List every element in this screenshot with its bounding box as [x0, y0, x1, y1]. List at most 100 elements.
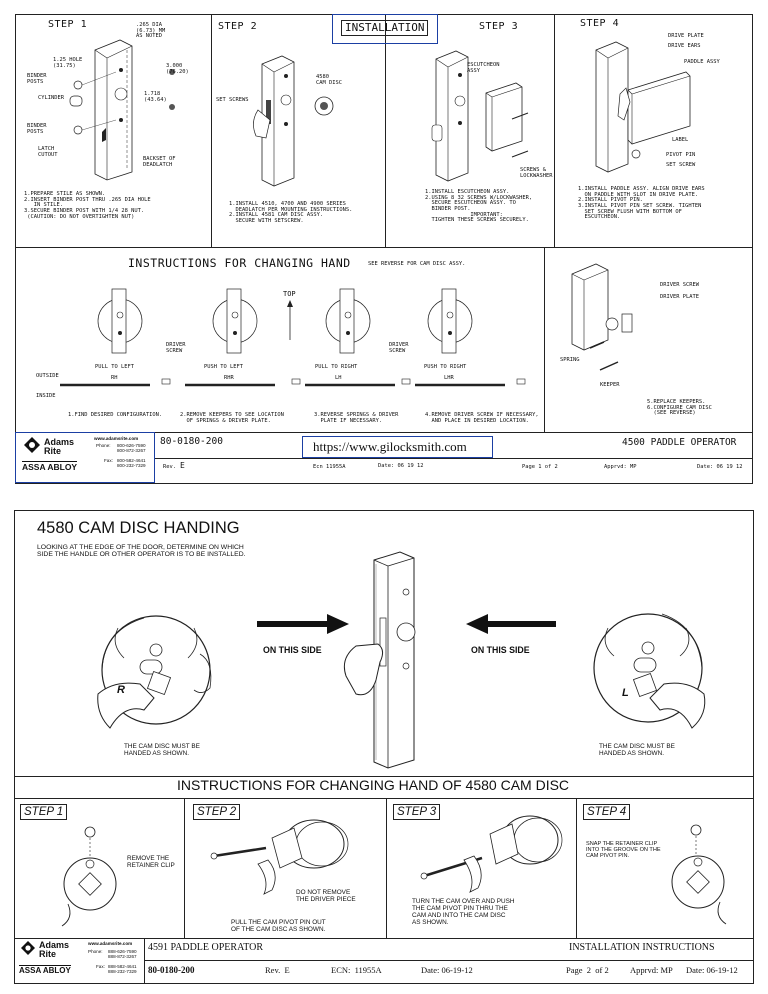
cam-step-2-drawing [210, 819, 349, 895]
assa-abloy-p2: ASSA ABLOY [19, 965, 71, 975]
step-2-title: STEP 2 [218, 21, 258, 32]
on-this-side-right: ON THIS SIDE [471, 645, 530, 655]
changing-hand-step-2: 2.REMOVE KEEPERS TO SEE LOCATION OF SPRI… [180, 412, 284, 424]
arrow-right [257, 614, 349, 634]
brand-line-1-p2: Adams [39, 940, 70, 950]
config-label-4: PUSH TO RIGHT [424, 364, 467, 370]
step-4-drive-plate: DRIVE PLATE [668, 33, 704, 39]
brand-highlight [15, 432, 155, 483]
cam-step-1-drawing [61, 826, 117, 927]
page-number-p2: Page 2 of 2 [566, 965, 609, 975]
url-highlight [302, 436, 493, 458]
divider [184, 798, 185, 938]
approved-by-p2: Apprvd: MP [630, 965, 673, 975]
ecn: Ecn 11955A [313, 464, 346, 470]
step-1-backset: BACKSET OF DEADLATCH [143, 156, 176, 168]
divider [155, 458, 753, 459]
installation-label: INSTALLATION [341, 20, 429, 36]
brand-line-1: Adams [44, 437, 75, 447]
logo-mark [24, 437, 40, 453]
driver-plate-right: DRIVER PLATE [660, 294, 699, 300]
changing-hand-step-3: 3.REVERSE SPRINGS & DRIVER PLATE IF NECE… [314, 412, 399, 424]
logo-mark-2 [21, 941, 35, 955]
step-1-binder-posts-bottom: BINDER POSTS [27, 123, 47, 135]
cam-step-3-text: TURN THE CAM OVER AND PUSH THE CAM PIVOT… [412, 898, 515, 927]
step-1-title: STEP 1 [48, 19, 88, 30]
source-url[interactable]: https://www.gilocksmith.com [313, 439, 467, 454]
step-4-paddle-assy: PADDLE ASSY [684, 59, 720, 65]
changing-hand-step-1: 1.FIND DESIRED CONFIGURATION. [68, 412, 163, 418]
step-3-screws-label: SCREWS & LOCKWASHER [520, 167, 553, 179]
brand-website[interactable]: www.adamsrite.com [94, 436, 139, 441]
divider [144, 960, 754, 961]
step-4-instructions: 1.INSTALL PADDLE ASSY. ALIGN DRIVE EARS … [578, 186, 705, 221]
divider [15, 247, 753, 248]
date: Date: 06 19 12 [378, 463, 424, 469]
cam-step-4-text: SNAP THE RETAINER CLIP INTO THE GROOVE O… [586, 841, 661, 860]
cam-step-1-title: STEP 1 [20, 804, 68, 820]
exploded-escutcheon-drawing [571, 263, 633, 371]
cam-step-3-title: STEP 3 [393, 804, 441, 820]
step-3-title: STEP 3 [479, 21, 519, 32]
phone-numbers: 800-626-7590 800-872-3267 [117, 443, 146, 453]
rev-label: Rev. [163, 464, 176, 470]
step-3-escutcheon-drawing [431, 50, 529, 182]
top-arrow [287, 300, 293, 340]
cam-step-4-title: STEP 4 [583, 804, 631, 820]
cam-step-4-drawing [671, 824, 727, 925]
step-2-stile-drawing [253, 55, 334, 187]
config-label-3: PULL TO RIGHT [315, 364, 358, 370]
keeper-label: KEEPER [600, 382, 620, 388]
step-3-instructions: 1.INSTALL ESCUTCHEON ASSY. 2.USING 8 32 … [425, 189, 533, 224]
approved-by: Apprvd: MP [604, 464, 637, 470]
cam-step-2-note: DO NOT REMOVE THE DRIVER PIECE [296, 889, 356, 904]
adams-rite-logo-2: Adams Rite ASSA ABLOY [19, 940, 87, 981]
fax-numbers: 800-582-4641 800-232-7329 [117, 458, 146, 468]
step-1-dim-top: .265 DIA (6.73) MM AS NOTED [136, 22, 166, 40]
step-1-cylinder: CYLINDER [38, 95, 64, 101]
brand-line-2: Rite [44, 446, 62, 456]
step-1-binder-posts-top: BINDER POSTS [27, 73, 47, 85]
cam-disc-right-drawing [593, 613, 706, 729]
divider [14, 938, 754, 939]
ecn-p2: ECN: 11955A [331, 965, 382, 975]
step-2-set-screws-label: SET SCREWS [216, 97, 249, 103]
right-note: 5.REPLACE KEEPERS. 6.CONFIGURE CAM DISC … [647, 399, 712, 417]
divider [576, 798, 577, 938]
config-code-2: RHR [224, 375, 234, 381]
step-1-stile-drawing [69, 39, 175, 181]
divider [211, 14, 212, 247]
step-4-pivot-pin: PIVOT PIN [666, 152, 696, 158]
step-2-cam-disc-label: 4580 CAM DISC [316, 74, 342, 86]
installation-highlight [332, 14, 438, 44]
door-edge-drawing [343, 551, 416, 769]
driver-screw-label-2: DRIVER SCREW [389, 342, 409, 354]
fax-label-p2: Fax: [96, 964, 105, 969]
cam-disc-left-drawing [97, 615, 212, 729]
divider [385, 14, 386, 247]
config-code-1: RH [111, 375, 118, 381]
adams-rite-logo: Adams Rite ASSA ABLOY [22, 437, 90, 473]
config-code-3: LH [335, 375, 342, 381]
cam-letter-left-hand: L [622, 687, 629, 699]
date-2-p2: Date: 06-19-12 [686, 965, 738, 975]
divider [544, 247, 545, 432]
product-name-p2: 4591 PADDLE OPERATOR [148, 942, 264, 953]
instructions-title: INSTRUCTIONS FOR CHANGING HAND OF 4580 C… [177, 777, 570, 793]
config-label-2: PUSH TO LEFT [204, 364, 243, 370]
brand-website-p2[interactable]: www.adamsrite.com [88, 941, 133, 946]
fax-label: Fax: [104, 458, 113, 463]
spring-label: SPRING [560, 357, 580, 363]
cam-disc-intro: LOOKING AT THE EDGE OF THE DOOR, DETERMI… [37, 544, 246, 559]
step-4-drive-ears: DRIVE EARS [668, 43, 701, 49]
cam-note-left: THE CAM DISC MUST BE HANDED AS SHOWN. [124, 743, 200, 758]
phone-label-p2: Phone: [88, 949, 103, 954]
top-label: TOP [283, 290, 296, 298]
inside-label: INSIDE [36, 393, 56, 399]
divider [14, 798, 754, 799]
cam-disc-handing-title: 4580 CAM DISC HANDING [37, 519, 240, 537]
changing-hand-step-4: 4.REMOVE DRIVER SCREW IF NECESSARY, AND … [425, 412, 539, 424]
divider [14, 776, 754, 777]
outside-label: OUTSIDE [36, 373, 59, 379]
part-number-p2: 80-0180-200 [148, 965, 195, 975]
